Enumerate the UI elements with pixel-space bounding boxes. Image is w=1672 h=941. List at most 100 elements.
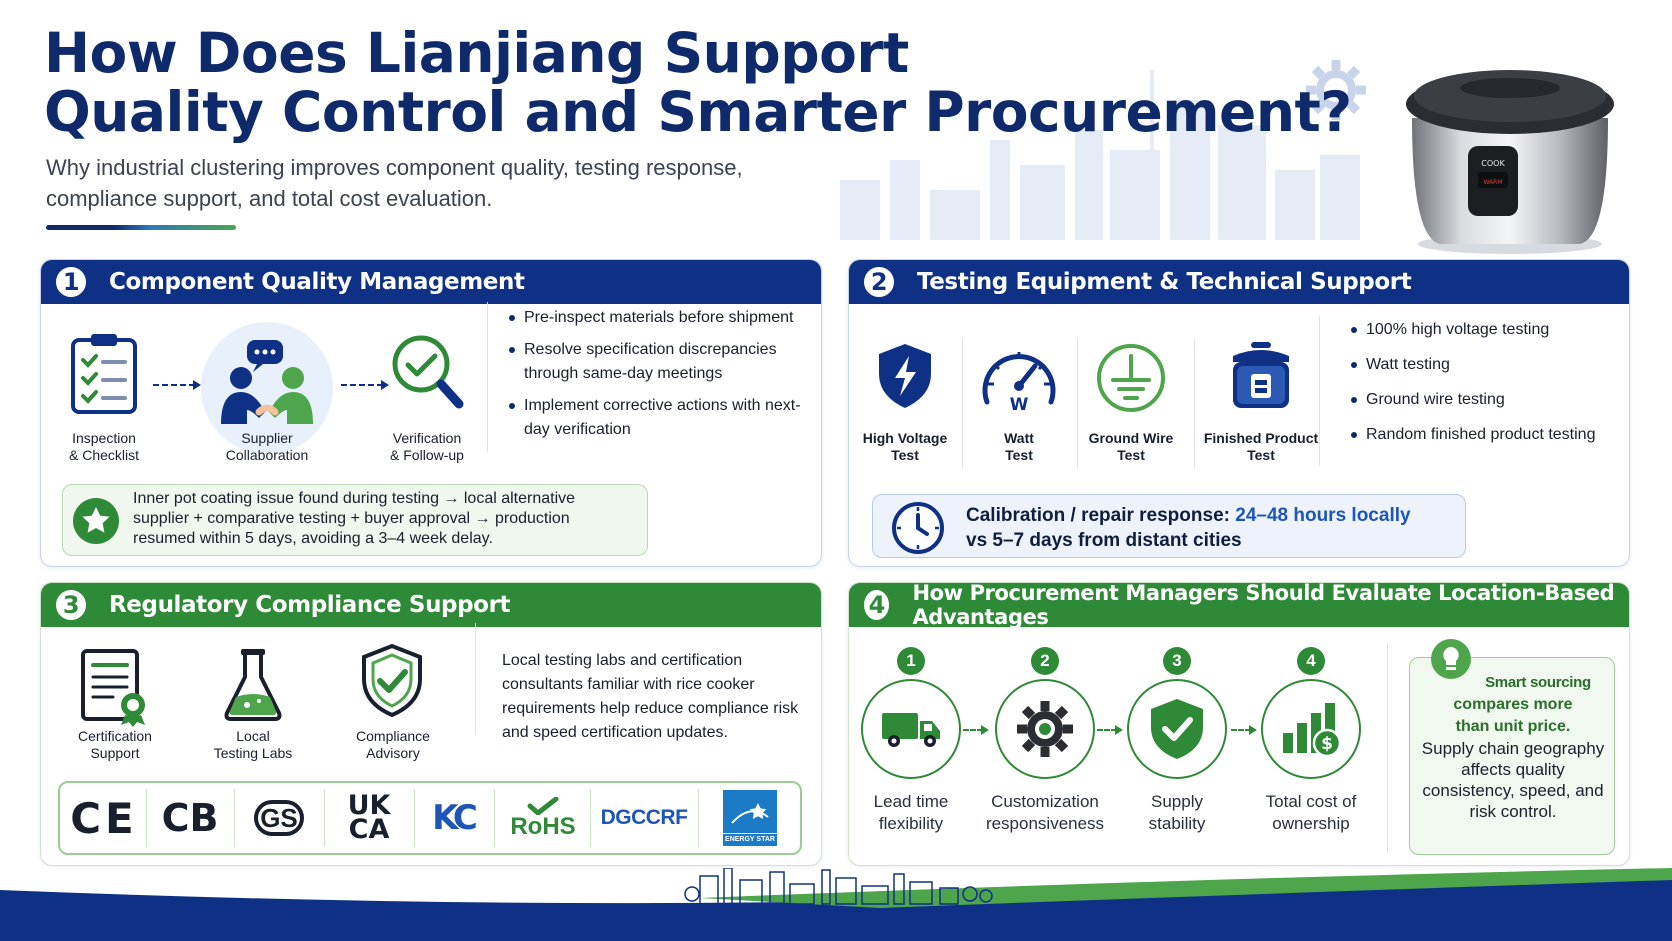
item-label-testing-labs: Local Testing Labs	[213, 728, 293, 761]
bullet-item: Random finished product testing	[1349, 423, 1619, 447]
divider	[1387, 643, 1388, 853]
calibration-highlight: 24–48 hours locally	[1235, 505, 1411, 526]
cert-kc-text: KC	[432, 798, 478, 838]
panel-4-title: How Procurement Managers Should Evaluate…	[912, 582, 1615, 629]
footer-wave-decoration	[0, 868, 1672, 941]
panel-2-header: 2 Testing Equipment & Technical Support	[849, 260, 1629, 304]
divider	[1319, 316, 1320, 466]
rice-cooker-icon	[1233, 342, 1289, 408]
calibration-callout: Calibration / repair response: 24–48 hou…	[872, 494, 1466, 558]
title-line-2: Quality Control and Smarter Procurement?	[44, 80, 1352, 144]
smart-sourcing-callout: Smart sourcing compares more than unit p…	[1409, 639, 1615, 855]
magnifier-check-icon	[392, 335, 464, 409]
step-label-customization: Customization responsiveness	[985, 792, 1105, 833]
rice-cooker-product-image: COOK WARM	[1406, 70, 1614, 254]
test-label-finished-product: Finished Product Test	[1203, 430, 1319, 463]
panel-2-bullets: 100% high voltage testing Watt testing G…	[1349, 318, 1619, 455]
lightning-shield-icon	[879, 344, 931, 408]
case-study-callout: Inner pot coating issue found during tes…	[62, 484, 648, 556]
smart-line-1: Smart sourcing	[1485, 674, 1591, 691]
ground-symbol-icon	[1097, 344, 1165, 412]
gear-icon	[1306, 60, 1366, 120]
truck-icon	[882, 713, 940, 747]
step-circle-supply-stability	[1127, 679, 1227, 779]
step-label-verification: Verification & Follow-up	[390, 430, 464, 463]
flask-icon	[224, 649, 282, 721]
cert-logo-cb: CB	[150, 783, 230, 853]
flow-arrow	[341, 380, 389, 390]
step-label-total-cost: Total cost of ownership	[1265, 792, 1357, 833]
calibration-text: Calibration / repair response: 24–48 hou…	[966, 503, 1456, 553]
panel-1-bullets: Pre-inspect materials before shipment Re…	[507, 306, 807, 450]
cert-logo-rohs: RoHS	[498, 783, 588, 853]
title-underline	[46, 225, 236, 230]
step-number-3: 3	[1163, 647, 1191, 675]
panel-4-number: 4	[861, 587, 893, 623]
bullet-item: Resolve specification discrepancies thro…	[507, 338, 807, 386]
panel-2-title: Testing Equipment & Technical Support	[917, 269, 1412, 295]
svg-text:$: $	[1321, 734, 1333, 754]
cert-logo-ukca: UK CA	[328, 783, 410, 853]
panel-1-title: Component Quality Management	[109, 269, 525, 295]
cert-dgccrf-text: DGCCRF	[600, 806, 688, 829]
panel-3-header: 3 Regulatory Compliance Support	[41, 583, 821, 627]
panel-testing-equipment: 2 Testing Equipment & Technical Support …	[848, 259, 1630, 567]
bullet-item: Ground wire testing	[1349, 388, 1619, 412]
lightbulb-icon	[1431, 639, 1471, 679]
cert-ukca-text: UK CA	[347, 790, 391, 845]
test-label-high-voltage: High Voltage Test	[862, 430, 948, 463]
panel-procurement-evaluation: 4 How Procurement Managers Should Evalua…	[848, 582, 1630, 866]
cert-logo-kc: KC	[418, 783, 488, 853]
flow-arrow	[963, 725, 989, 735]
bullet-item: Implement corrective actions with next-d…	[507, 394, 807, 442]
step-circle-lead-time	[861, 679, 961, 779]
step-label-inspection: Inspection & Checklist	[68, 430, 140, 463]
bullet-item: Pre-inspect materials before shipment	[507, 306, 807, 330]
cert-logo-dgccrf: DGCCRF	[594, 783, 694, 853]
panel-1-number: 1	[53, 264, 89, 300]
clipboard-checklist-icon	[71, 334, 137, 414]
panel-regulatory-compliance: 3 Regulatory Compliance Support Certific…	[40, 582, 822, 866]
shield-check-icon	[1151, 699, 1203, 759]
step-label-supply-stability: Supply stability	[1148, 792, 1206, 833]
gear-icon	[1017, 701, 1073, 757]
divider	[414, 789, 415, 847]
page-subtitle: Why industrial clustering improves compo…	[46, 155, 743, 211]
divider	[962, 338, 963, 468]
step-circle-total-cost: $	[1261, 679, 1361, 779]
energy-star-badge: ENERGY STAR	[723, 790, 777, 846]
cert-cb-text: CB	[161, 796, 219, 840]
panel-4-header: 4 How Procurement Managers Should Evalua…	[849, 582, 1629, 629]
divider	[1077, 338, 1078, 468]
star-badge-icon	[73, 498, 119, 544]
handshake-icon-circle	[201, 322, 333, 454]
shield-check-icon	[362, 643, 422, 718]
city-skyline-background	[840, 70, 1360, 240]
cert-logo-gs: GS	[238, 783, 320, 853]
divider	[234, 789, 235, 847]
divider	[494, 789, 495, 847]
step-label-collaboration: Supplier Collaboration	[225, 430, 309, 463]
divider	[146, 789, 147, 847]
smart-sourcing-heading: Smart sourcing compares more than unit p…	[1418, 672, 1608, 738]
cert-logo-ce: CE	[66, 783, 142, 853]
divider	[698, 789, 699, 847]
handshake-icon	[221, 340, 313, 424]
panel-2-number: 2	[861, 264, 897, 300]
divider	[324, 789, 325, 847]
item-label-compliance: Compliance Advisory	[356, 728, 430, 761]
test-label-ground-wire: Ground Wire Test	[1088, 430, 1174, 463]
certification-logos-strip: CE CB GS UK CA KC RoHS DGCCRF	[58, 781, 802, 855]
bullet-item: 100% high voltage testing	[1349, 318, 1619, 342]
cert-gs-text: GS	[254, 800, 304, 836]
smart-line-3: than unit price.	[1455, 718, 1571, 735]
calibration-suffix: vs 5–7 days from distant cities	[966, 530, 1242, 551]
flow-arrow	[153, 380, 201, 390]
cert-rohs-text: RoHS	[510, 813, 576, 840]
panel-component-quality: 1 Component Quality Management Inspectio…	[40, 259, 822, 567]
bar-chart-dollar-icon: $	[1283, 703, 1342, 757]
calibration-prefix: Calibration / repair response:	[966, 505, 1236, 526]
smart-sourcing-body: Supply chain geography affects quality c…	[1421, 739, 1605, 821]
clock-icon	[892, 502, 944, 554]
certificate-icon	[81, 649, 145, 727]
